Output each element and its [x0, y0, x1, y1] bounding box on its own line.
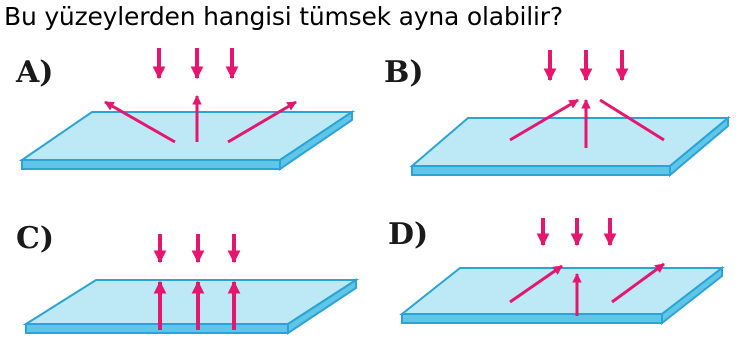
option-b[interactable]: B) — [384, 50, 731, 178]
option-c-reflected-rays — [153, 280, 241, 330]
option-b-label: B) — [384, 55, 424, 90]
option-d-label: D) — [388, 217, 428, 252]
option-c-incident-rays — [153, 234, 241, 264]
option-d-plate — [399, 265, 725, 326]
option-c-plate — [22, 278, 360, 335]
option-d-incident-rays — [536, 218, 617, 247]
option-a-reflected-rays — [104, 95, 297, 144]
option-c[interactable]: C) — [16, 221, 360, 335]
question-text: Bu yüzeylerden hangisi tümsek ayna olabi… — [4, 2, 563, 31]
option-d[interactable]: D) — [388, 217, 725, 326]
option-a-incident-rays — [152, 48, 239, 80]
option-b-plate — [409, 115, 731, 178]
option-a-plate — [18, 110, 356, 171]
option-c-label: C) — [16, 221, 54, 256]
option-b-incident-rays — [543, 50, 629, 82]
option-a[interactable]: A) — [15, 48, 356, 171]
option-d-reflected-rays — [509, 262, 665, 316]
option-b-reflected-rays — [509, 98, 665, 148]
option-a-label: A) — [15, 55, 53, 90]
